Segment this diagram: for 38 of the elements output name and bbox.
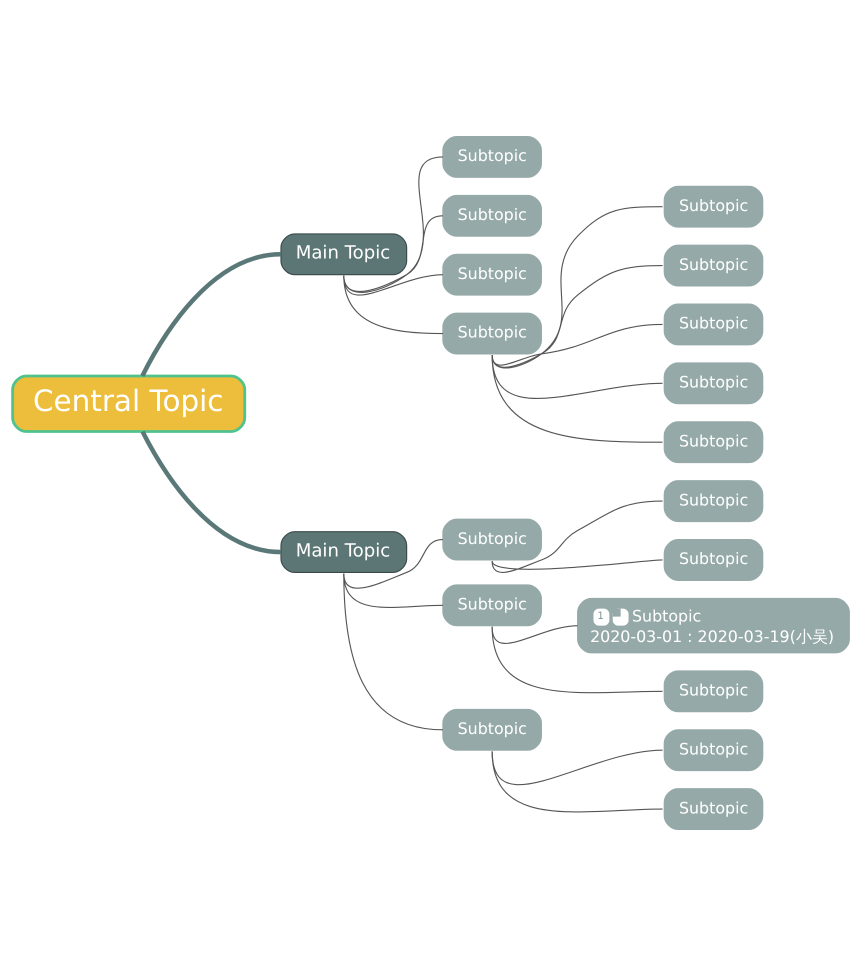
node-box: Subtopic [664,480,764,522]
connector [343,574,443,730]
connector [492,355,663,443]
node-box: Subtopic [664,244,764,287]
connector [492,500,663,573]
connector [492,750,663,786]
connector [140,252,282,378]
connector [492,559,663,570]
node-box: Subtopic [664,186,764,228]
connector [492,206,663,368]
connector [492,751,663,812]
node-box: Subtopic [664,362,764,404]
node-box: Subtopic [442,254,542,296]
node-box: Main Topic [280,233,408,276]
node-box: Subtopic [442,194,542,237]
node-box: Central Topic [11,374,246,433]
node-box: Subtopic [442,708,542,751]
connector [492,265,663,368]
node-box: Subtopic [664,729,764,772]
connector [140,430,282,554]
node-box: Subtopic [442,518,542,561]
connector [343,539,443,589]
node-box: Subtopic [664,304,764,346]
connector [492,626,663,694]
connector [343,215,443,292]
node-box: Subtopic [442,136,542,178]
connector [343,276,443,334]
node-box: Subtopic [664,788,764,830]
node-box: Subtopic [664,539,764,581]
node-box: Subtopic [442,312,542,354]
connector [343,156,443,293]
node-box: Subtopic [442,584,542,626]
connector [492,625,578,644]
connector [343,274,443,296]
node-box: Subtopic [664,421,764,464]
node-box: Subtopic [664,670,764,712]
node-box: Main Topic [280,531,408,574]
connector [492,324,663,366]
